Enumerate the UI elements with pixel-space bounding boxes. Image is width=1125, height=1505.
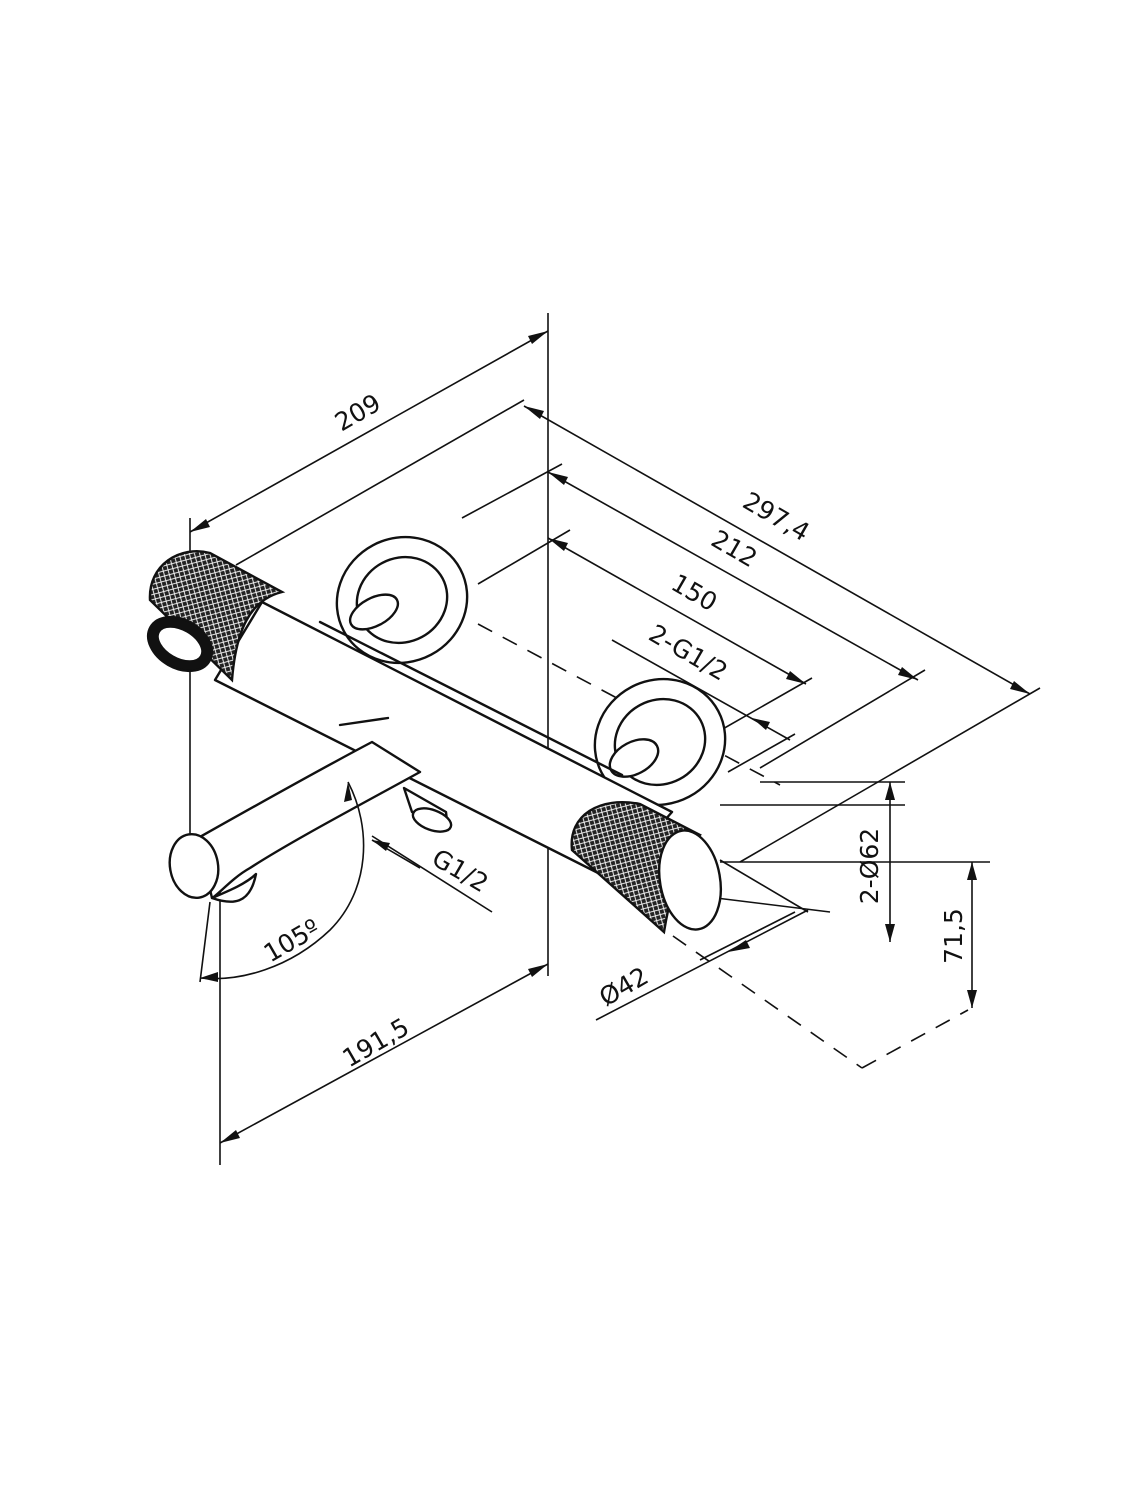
dimension-line-191-5 [219,963,549,1144]
left-handle [148,550,286,683]
label-2-o62: 2-Ø62 [855,828,884,904]
dimension-line-212 [547,471,919,681]
shower-outlet [411,807,453,833]
spout [196,740,422,900]
dimension-line-209 [189,330,549,533]
label-71-5: 71,5 [939,908,968,964]
angle-arc-105 [199,781,365,980]
label-2-g1-2: 2-G1/2 [644,619,733,687]
dimension-line-o42 [595,909,809,1021]
label-297-4: 297,4 [738,486,814,547]
faucet-body [147,535,727,935]
right-handle-cap [658,829,722,931]
dimension-line-297-4 [523,405,1031,695]
label-191-5: 191,5 [338,1012,414,1073]
dimension-line-150 [547,537,807,685]
label-o42: Ø42 [594,961,653,1012]
dimension-lines [189,330,1031,1144]
label-105-degree: 105º [259,913,325,968]
label-209: 209 [330,388,386,437]
extension-lines [189,313,1041,1165]
label-g1-2: G1/2 [427,843,493,898]
